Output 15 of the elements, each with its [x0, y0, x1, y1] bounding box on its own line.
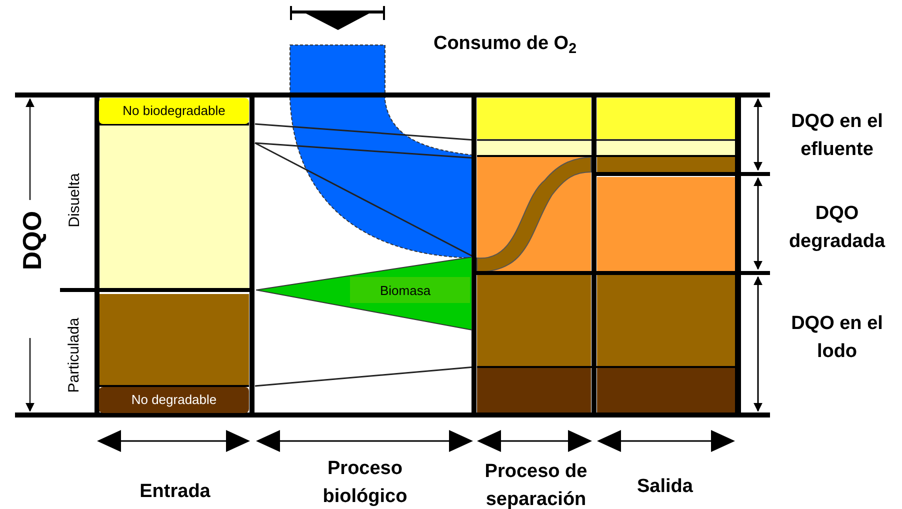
- dimension-label: DQO degradada: [788, 202, 886, 254]
- fraction-box: No degradable: [99, 387, 249, 413]
- axis-title: DQO: [16, 210, 48, 270]
- stage-label: Proceso biológico: [322, 457, 408, 509]
- fraction-box: No biodegradable: [99, 98, 249, 124]
- dimension-label: DQO en el lodo: [790, 312, 884, 364]
- stage-label: Proceso de separación: [484, 460, 588, 509]
- dimension-label: DQO en el efluente: [790, 110, 884, 162]
- stage-label: Entrada: [138, 480, 212, 504]
- annotation-label: Consumo de O$_{2}$: [432, 32, 578, 58]
- biomass-wedge: [256, 257, 472, 333]
- axis-label: Disuelta: [64, 172, 84, 228]
- node-text: Biomasa: [380, 282, 431, 300]
- axis-label: Particulada: [64, 317, 84, 393]
- stage-label: Salida: [636, 475, 694, 499]
